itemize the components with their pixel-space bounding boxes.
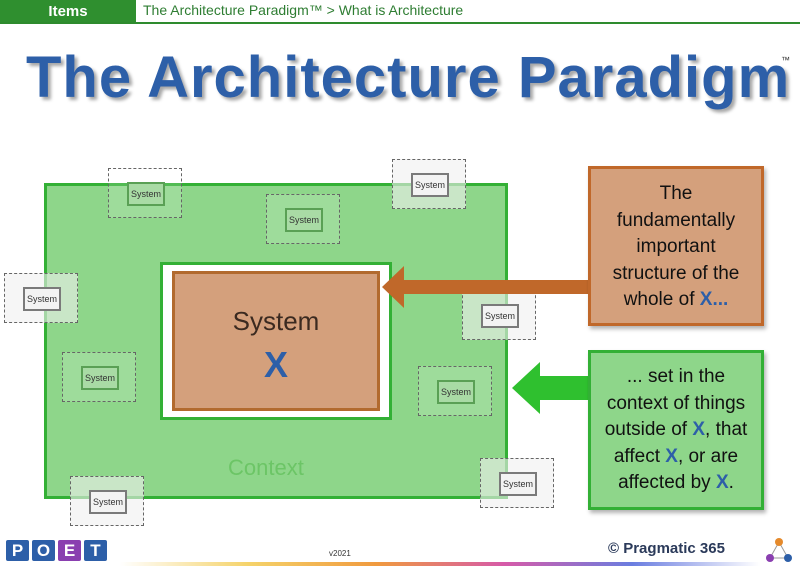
context-callout: ... set in the context of things outside… — [588, 350, 764, 510]
context-label: Context — [228, 455, 304, 480]
trademark-mark: ™ — [781, 55, 790, 65]
mini-system-label: System — [23, 287, 61, 311]
callout-line: fundamentally — [616, 209, 736, 231]
brand-label: © Pragmatic 365 — [608, 540, 725, 557]
mini-system: System — [480, 458, 554, 508]
callout-text: whole of — [623, 289, 700, 310]
mini-system-label: System — [437, 380, 475, 404]
brown-arrow — [382, 266, 588, 308]
footer-rainbow-line — [120, 562, 760, 566]
mini-system: System — [418, 366, 492, 416]
x-mark: X — [699, 289, 713, 310]
callout-text: outside of — [604, 419, 693, 440]
page-title: The Architecture Paradigm — [26, 45, 791, 110]
mini-system: System — [392, 159, 466, 209]
callout-line: affect X, or are — [591, 444, 761, 471]
callout-line: outside of X, that — [591, 417, 761, 444]
callout-text: ... — [712, 289, 729, 310]
mini-system: System — [266, 194, 340, 244]
mini-system-label: System — [285, 208, 323, 232]
mini-system: System — [4, 273, 78, 323]
top-bar: Items The Architecture Paradigm™ > What … — [0, 0, 800, 24]
x-mark: X — [715, 472, 729, 493]
mini-system-label: System — [481, 304, 519, 328]
callout-line: structure of the — [612, 262, 740, 284]
callout-text: affect — [613, 445, 666, 467]
poet-letter: T — [84, 540, 107, 561]
system-x-box: System X — [172, 271, 380, 411]
breadcrumb[interactable]: The Architecture Paradigm™ > What is Arc… — [143, 2, 464, 18]
mini-system: System — [108, 168, 182, 218]
poet-letter: E — [58, 540, 81, 561]
callout-line: context of things — [606, 392, 746, 414]
callout-text: , or are — [677, 445, 739, 467]
structure-callout: The fundamentally important structure of… — [588, 166, 764, 326]
x-mark: X — [692, 419, 706, 440]
callout-line: whole of X... — [591, 287, 761, 314]
callout-text: . — [728, 472, 734, 493]
callout-text: , that — [705, 419, 748, 440]
mini-system: System — [70, 476, 144, 526]
molecule-icon — [766, 538, 792, 562]
callout-line: important — [636, 236, 716, 257]
callout-text: affected by — [618, 472, 716, 493]
callout-line: ... set in the — [626, 366, 726, 387]
poet-letter: O — [32, 540, 55, 561]
system-label: System — [232, 306, 320, 336]
x-mark: X — [665, 445, 678, 467]
mini-system: System — [62, 352, 136, 402]
mini-system-label: System — [411, 173, 449, 197]
callout-line: affected by X. — [591, 470, 761, 497]
poet-logo: P O E T — [6, 540, 107, 561]
mini-system-label: System — [127, 182, 165, 206]
items-tab[interactable]: Items — [0, 0, 136, 22]
poet-letter: P — [6, 540, 29, 561]
mini-system-label: System — [89, 490, 127, 514]
version-label: v2021 — [329, 549, 351, 558]
mini-system-label: System — [81, 366, 119, 390]
green-arrow — [512, 362, 588, 414]
callout-line: The — [659, 183, 693, 204]
system-x-label: X — [263, 344, 288, 385]
mini-system-label: System — [499, 472, 537, 496]
